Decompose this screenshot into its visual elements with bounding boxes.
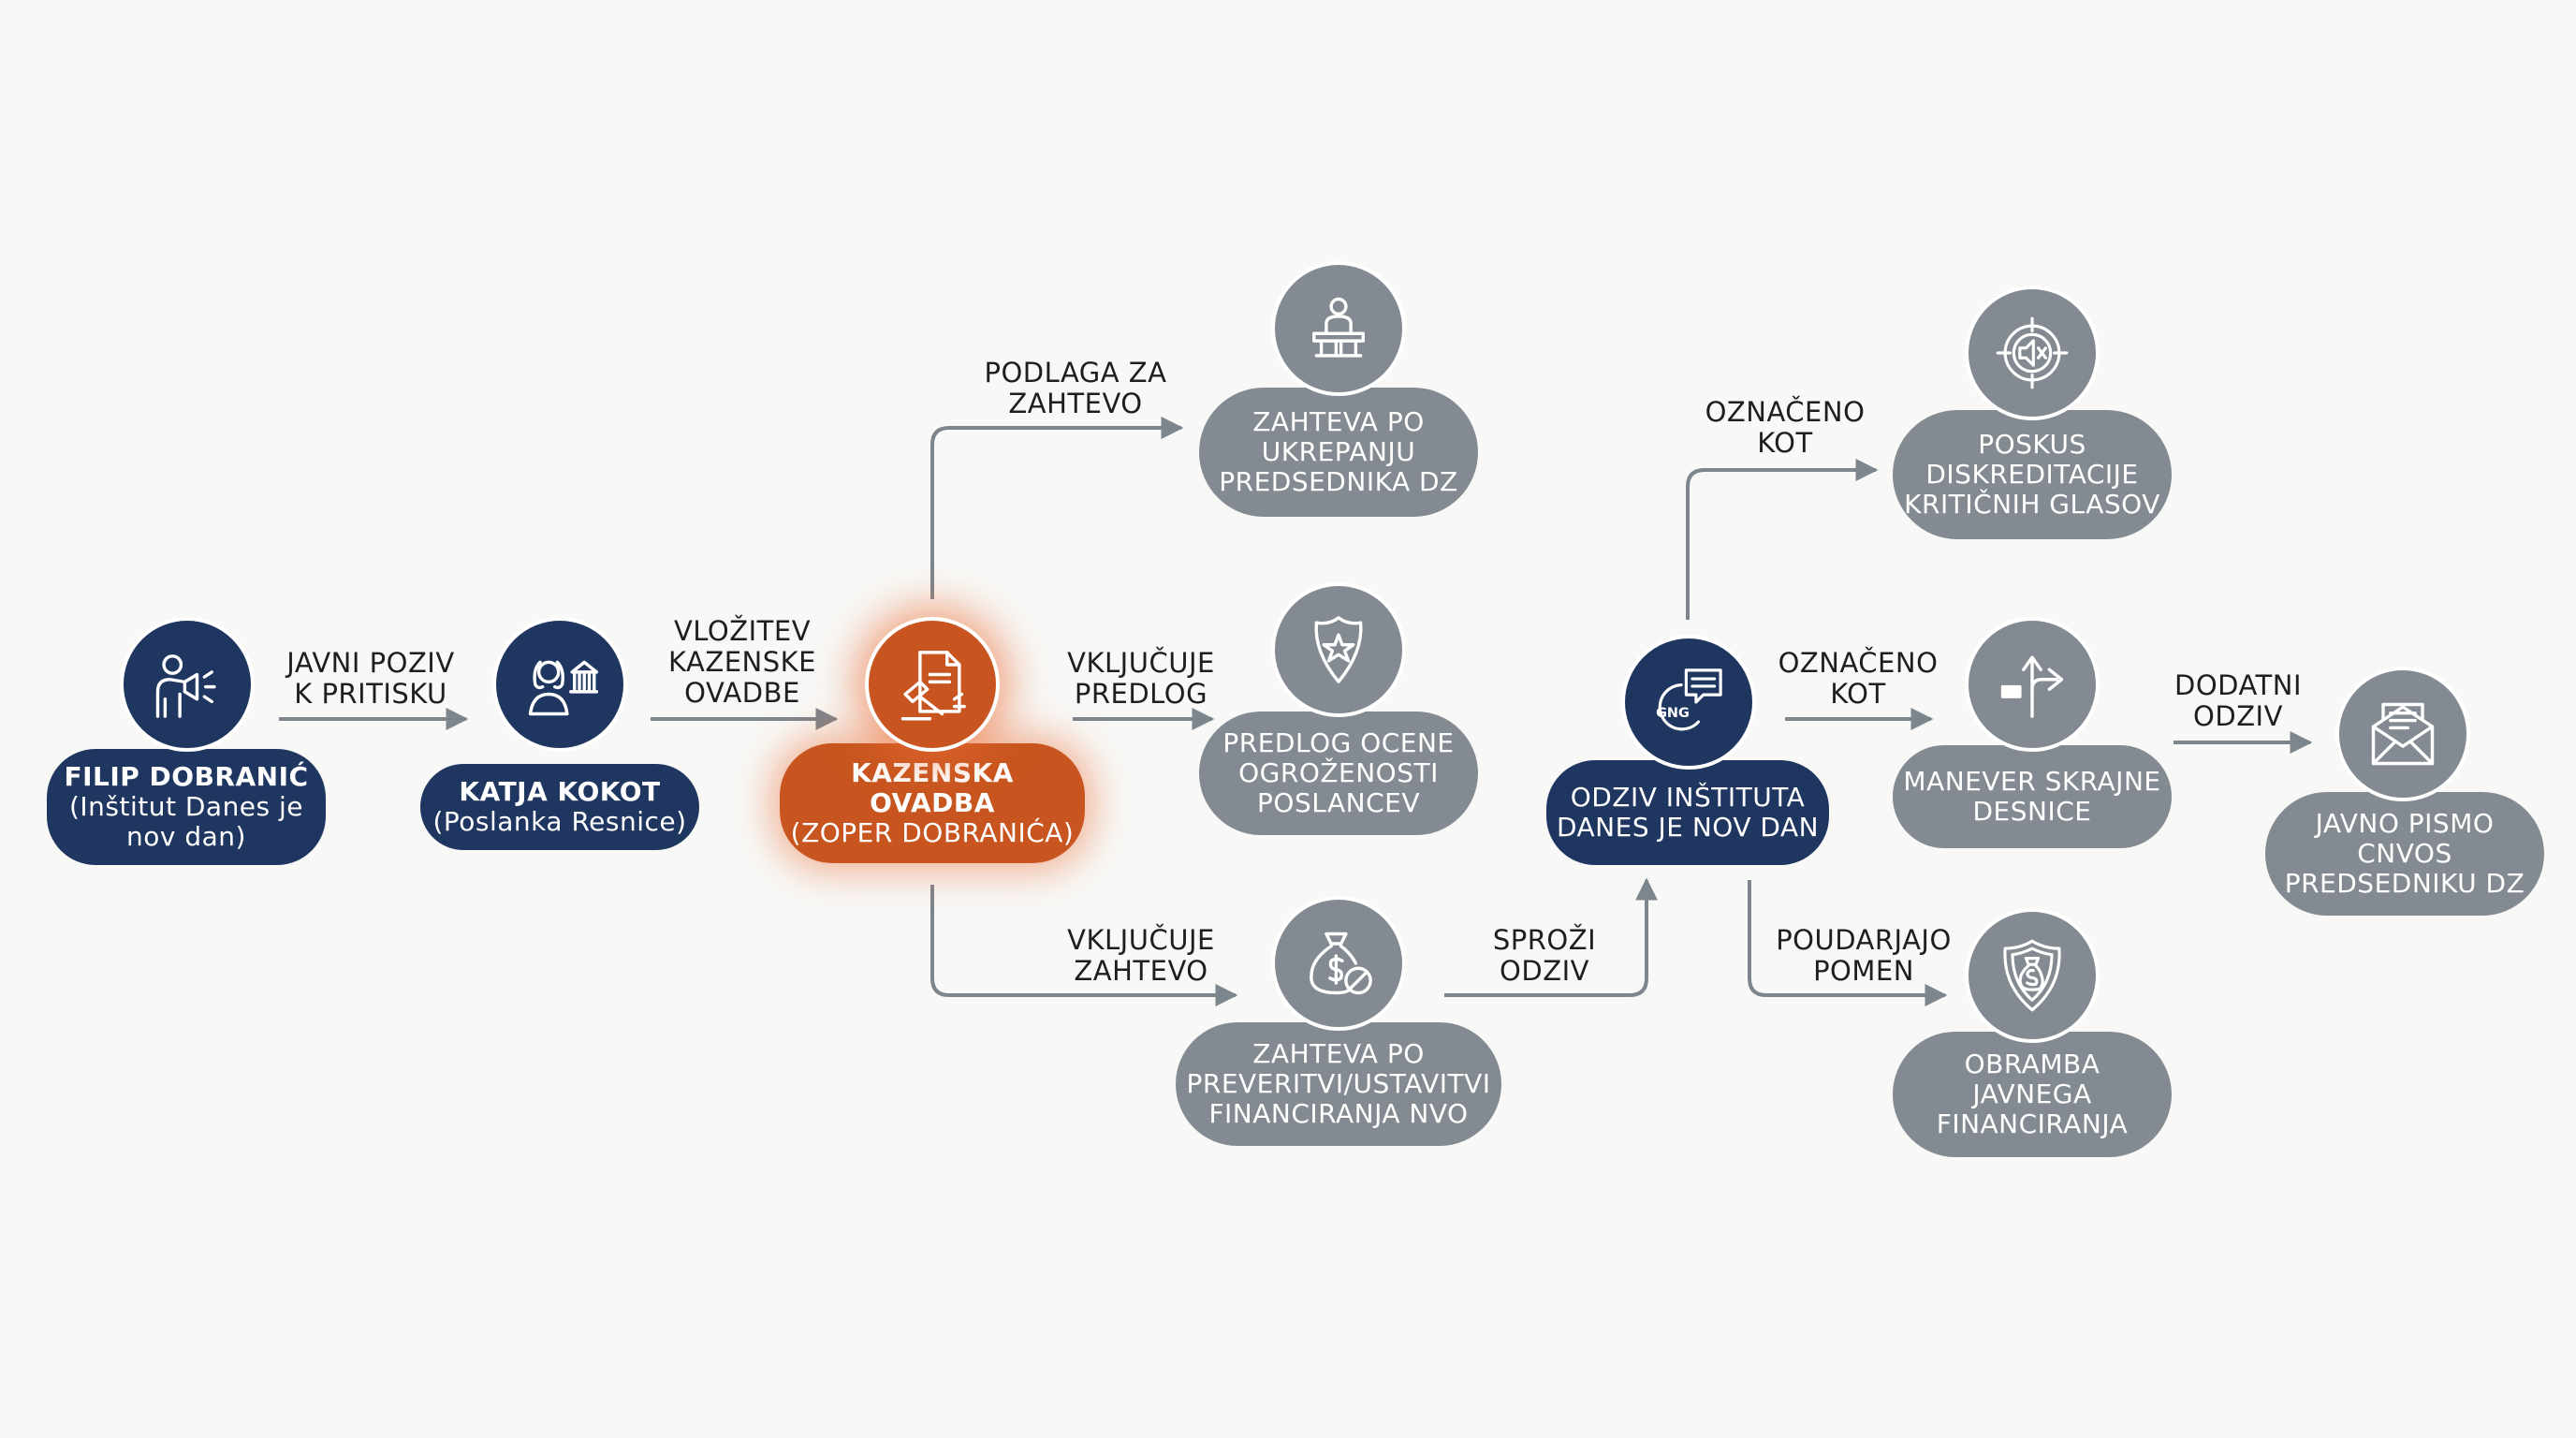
node-ovadba-line-2: OVADBA	[870, 787, 995, 818]
node-obramba-line-3: FINANCIRANJA	[1936, 1108, 2129, 1139]
edge-label-financiranje-odziv: SPROŽI ODZIV	[1493, 925, 1596, 987]
node-ovadba-label: KAZENSKA OVADBA (ZOPER DOBRANIĆA)	[780, 743, 1085, 863]
edge-label-filip-katja: JAVNI POZIV K PRITISKU	[286, 648, 454, 710]
gng-logo-text: GNG	[1656, 706, 1690, 721]
node-obramba-label: OBRAMBA JAVNEGA FINANCIRANJA	[1893, 1032, 2172, 1157]
node-ogrozenost-label: PREDLOG OCENE OGROŽENOSTI POSLANCEV	[1199, 712, 1478, 835]
node-predsednik-line-3: PREDSEDNIKA DZ	[1219, 466, 1458, 497]
node-diskreditacija-line-2: DISKREDITACIJE	[1925, 459, 2139, 490]
speaker-podium-icon	[1271, 261, 1406, 396]
edge-label-katja-ovadba: VLOŽITEV KAZENSKE OVADBE	[668, 616, 816, 709]
edge-label-line: VKLJUČUJE	[1067, 924, 1215, 956]
node-filip-line-2: (Inštitut Danes je	[68, 791, 304, 822]
gng-speech-icon: GNG	[1621, 635, 1756, 770]
edge-label-line: PREDLOG	[1074, 678, 1208, 710]
edge-label-line: KOT	[1757, 427, 1813, 459]
edge-label-line: PODLAGA ZA	[984, 357, 1167, 389]
edge-label-ovadba-ogrozenost: VKLJUČUJE PREDLOG	[1067, 648, 1215, 710]
node-predsednik-label: ZAHTEVA PO UKREPANJU PREDSEDNIKA DZ	[1199, 388, 1478, 517]
node-manever-line-2: DESNICE	[1972, 796, 2092, 827]
node-odziv-line-2: DANES JE NOV DAN	[1556, 812, 1820, 843]
edge-label-line: ODZIV	[1500, 955, 1589, 987]
node-diskreditacija-line-1: POSKUS	[1978, 429, 2086, 460]
parliament-woman-icon	[492, 617, 627, 752]
node-ogrozenost-line-3: POSLANCEV	[1257, 787, 1420, 818]
node-manever-line-1: MANEVER SKRAJNE	[1903, 766, 2161, 797]
node-ovadba-line-1: KAZENSKA	[851, 757, 1014, 788]
edge-label-odziv-obramba: POUDARJAJO POMEN	[1776, 925, 1952, 987]
edge-label-line: OZNAČENO	[1778, 647, 1939, 679]
edge-label-line: VKLJUČUJE	[1067, 647, 1215, 679]
node-filip-line-3: nov dan)	[126, 821, 246, 852]
edge-label-line: OZNAČENO	[1705, 396, 1866, 428]
edge-label-ovadba-financiranje: VKLJUČUJE ZAHTEVO	[1067, 925, 1215, 987]
edge-ovadba-predsednik	[930, 417, 1184, 599]
edge-label-line: ODZIV	[2193, 700, 2283, 732]
node-katja-label: KATJA KOKOT (Poslanka Resnice)	[420, 764, 699, 850]
edge-label-line: JAVNI POZIV	[286, 647, 455, 679]
edge-label-line: ZAHTEVO	[1008, 388, 1143, 419]
money-bag-blocked-icon	[1271, 896, 1406, 1031]
node-ogrozenost-line-1: PREDLOG OCENE	[1222, 727, 1455, 758]
edge-label-odziv-manever: OZNAČENO KOT	[1778, 648, 1939, 710]
node-pismo-line-3: PREDSEDNIKU DZ	[2284, 868, 2525, 899]
edge-label-manever-pismo: DODATNI ODZIV	[2174, 670, 2302, 732]
node-odziv-line-1: ODZIV INŠTITUTA	[1570, 782, 1806, 813]
edge-label-line: KOT	[1830, 678, 1886, 710]
edge-label-line: DODATNI	[2174, 669, 2303, 701]
node-katja-line-1: KATJA KOKOT	[459, 776, 661, 807]
node-obramba-line-2: JAVNEGA	[1972, 1078, 2092, 1109]
police-badge-icon	[1271, 582, 1406, 717]
edge-label-line: KAZENSKE	[668, 646, 816, 678]
megaphone-person-icon	[120, 617, 255, 752]
node-predsednik-line-1: ZAHTEVA PO	[1252, 406, 1425, 437]
node-obramba-line-1: OBRAMBA	[1964, 1049, 2100, 1079]
node-katja-line-2: (Poslanka Resnice)	[432, 806, 687, 837]
edge-label-odziv-diskreditacija: OZNAČENO KOT	[1705, 397, 1866, 459]
edge-label-line: POMEN	[1813, 955, 1914, 987]
node-pismo-line-2: CNVOS	[2357, 838, 2452, 869]
node-pismo-label: JAVNO PISMO CNVOS PREDSEDNIKU DZ	[2265, 792, 2544, 916]
node-filip-line-1: FILIP DOBRANIĆ	[64, 761, 309, 792]
edge-label-ovadba-predsednik: PODLAGA ZA ZAHTEVO	[984, 358, 1166, 419]
shield-money-icon	[1965, 908, 2100, 1043]
node-financiranje-line-2: PREVERITVI/USTAVITVI	[1186, 1068, 1491, 1099]
edge-label-line: OVADBE	[684, 677, 800, 709]
node-pismo-line-1: JAVNO PISMO	[2315, 808, 2495, 839]
node-diskreditacija-label: POSKUS DISKREDITACIJE KRITIČNIH GLASOV	[1893, 410, 2172, 539]
node-financiranje-line-1: ZAHTEVA PO	[1252, 1038, 1425, 1069]
edge-label-line: K PRITISKU	[294, 678, 447, 710]
edge-odziv-diskreditacija	[1686, 459, 1879, 620]
node-ovadba-line-3: (ZOPER DOBRANIĆA)	[790, 817, 1075, 848]
gavel-document-icon	[865, 617, 1000, 752]
node-ogrozenost-line-2: OGROŽENOSTI	[1238, 757, 1439, 788]
node-filip-label: FILIP DOBRANIĆ (Inštitut Danes je nov da…	[47, 749, 326, 865]
edge-label-line: SPROŽI	[1492, 924, 1597, 956]
node-odziv-label: ODZIV INŠTITUTA DANES JE NOV DAN	[1546, 760, 1829, 865]
node-financiranje-line-3: FINANCIRANJA NVO	[1208, 1098, 1469, 1129]
edge-label-line: VLOŽITEV	[673, 615, 812, 647]
node-financiranje-label: ZAHTEVA PO PREVERITVI/USTAVITVI FINANCIR…	[1176, 1022, 1501, 1146]
muted-target-icon	[1965, 286, 2100, 420]
edge-label-line: POUDARJAJO	[1776, 924, 1952, 956]
edge-label-line: ZAHTEVO	[1074, 955, 1208, 987]
node-predsednik-line-2: UKREPANJU	[1261, 436, 1416, 467]
envelope-letter-icon	[2335, 667, 2470, 801]
node-diskreditacija-line-3: KRITIČNIH GLASOV	[1904, 489, 2160, 520]
right-turn-sign-icon	[1965, 617, 2100, 752]
node-manever-label: MANEVER SKRAJNE DESNICE	[1893, 745, 2172, 848]
